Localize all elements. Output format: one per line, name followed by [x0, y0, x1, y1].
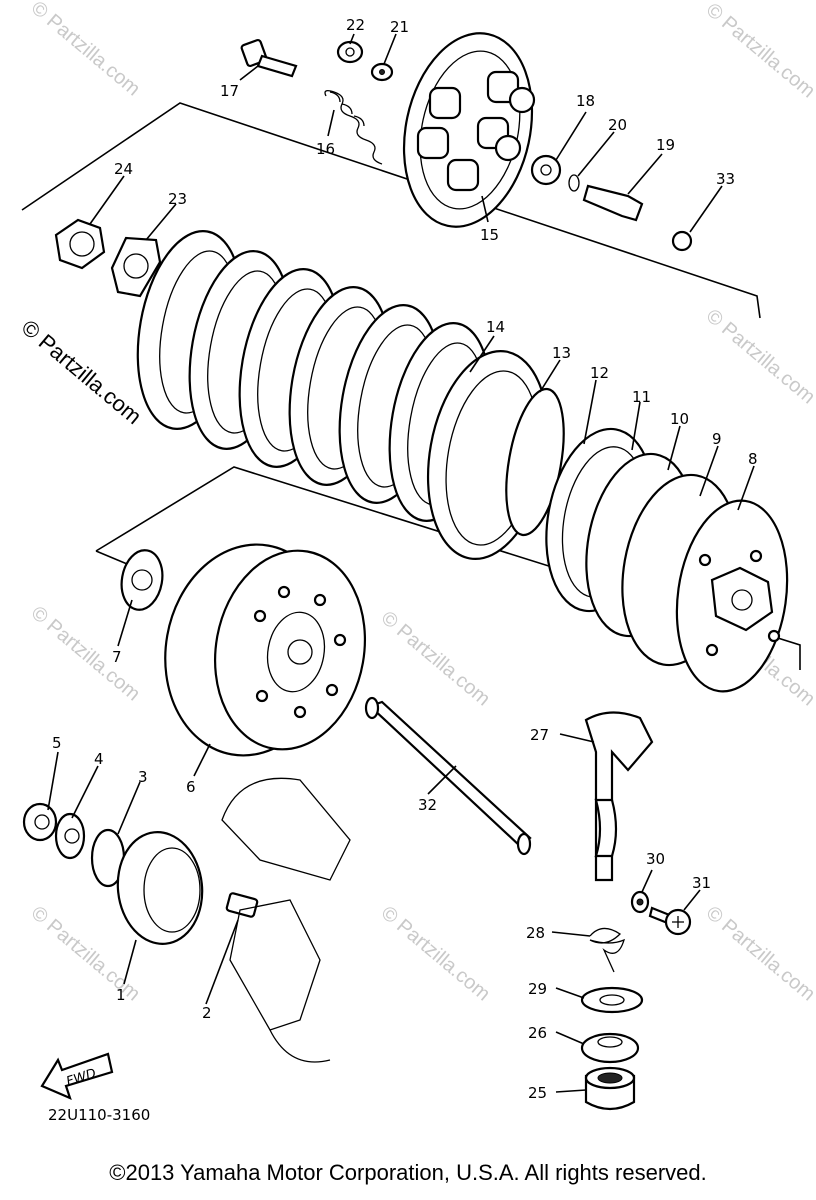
clutch-boss-assembly	[545, 427, 789, 693]
callout-11: 11	[632, 388, 651, 406]
callout-19: 19	[656, 136, 675, 154]
push-lever-shaft	[584, 711, 654, 882]
return-spring	[589, 927, 626, 973]
push-rod-parts	[530, 154, 693, 252]
callout-26: 26	[528, 1024, 547, 1042]
callout-20: 20	[608, 116, 627, 134]
callout-3: 3	[138, 768, 148, 786]
callout-17: 17	[220, 82, 239, 100]
watermark: © Partzilla.com	[377, 902, 494, 1005]
callout-12: 12	[590, 364, 609, 382]
screw-washer	[630, 890, 650, 914]
callout-23: 23	[168, 190, 187, 208]
callout-21: 21	[390, 18, 409, 36]
callout-16: 16	[316, 140, 335, 158]
watermark: © Partzilla.com	[702, 305, 816, 408]
screw	[648, 906, 692, 936]
thrust-washer	[120, 549, 164, 611]
lock-washer	[110, 236, 162, 298]
leader-lines	[47, 33, 755, 1093]
callout-31: 31	[692, 874, 711, 892]
needle-bearing	[584, 1066, 636, 1111]
fwd-arrow-icon: FWD	[40, 1052, 114, 1100]
callout-15: 15	[480, 226, 499, 244]
hub-nut	[54, 218, 106, 270]
oil-seal	[580, 986, 644, 1014]
callout-6: 6	[186, 778, 196, 796]
callout-numbers: 1 2 3 4 5 6 7 8 9 10 11 12 13 14 15 16 1…	[52, 16, 758, 1102]
watermark: © Partzilla.com	[27, 0, 144, 100]
callout-2: 2	[202, 1004, 212, 1022]
watermark: © Partzilla.com	[702, 902, 816, 1005]
crankshaft	[221, 777, 351, 1063]
push-rod	[364, 696, 532, 856]
callout-10: 10	[670, 410, 689, 428]
callout-4: 4	[94, 750, 104, 768]
diagram-code: 22U110-3160	[48, 1106, 151, 1124]
callout-7: 7	[112, 648, 122, 666]
watermark: © Partzilla.com	[702, 0, 816, 102]
callout-25: 25	[528, 1084, 547, 1102]
spring	[324, 90, 383, 165]
callout-9: 9	[712, 430, 722, 448]
callout-30: 30	[646, 850, 665, 868]
copyright-notice: ©2013 Yamaha Motor Corporation, U.S.A. A…	[109, 1160, 707, 1185]
bearing	[580, 1032, 640, 1064]
callout-1: 1	[116, 986, 126, 1004]
callout-29: 29	[528, 980, 547, 998]
bolt	[240, 38, 298, 78]
callout-28: 28	[526, 924, 545, 942]
callout-24: 24	[114, 160, 133, 178]
watermark: © Partzilla.com	[377, 607, 494, 710]
watermark-main: © Partzilla.com	[17, 315, 147, 429]
callout-13: 13	[552, 344, 571, 362]
washer	[370, 62, 394, 82]
nut	[336, 40, 364, 64]
callout-22: 22	[346, 16, 365, 34]
clutch-plate-stack	[136, 230, 565, 560]
callout-32: 32	[418, 796, 437, 814]
callout-18: 18	[576, 92, 595, 110]
pressure-plate	[402, 32, 536, 228]
callout-27: 27	[530, 726, 549, 744]
callout-8: 8	[748, 450, 758, 468]
callout-33: 33	[716, 170, 735, 188]
callout-14: 14	[486, 318, 505, 336]
callout-5: 5	[52, 734, 62, 752]
clutch-housing	[164, 543, 367, 757]
